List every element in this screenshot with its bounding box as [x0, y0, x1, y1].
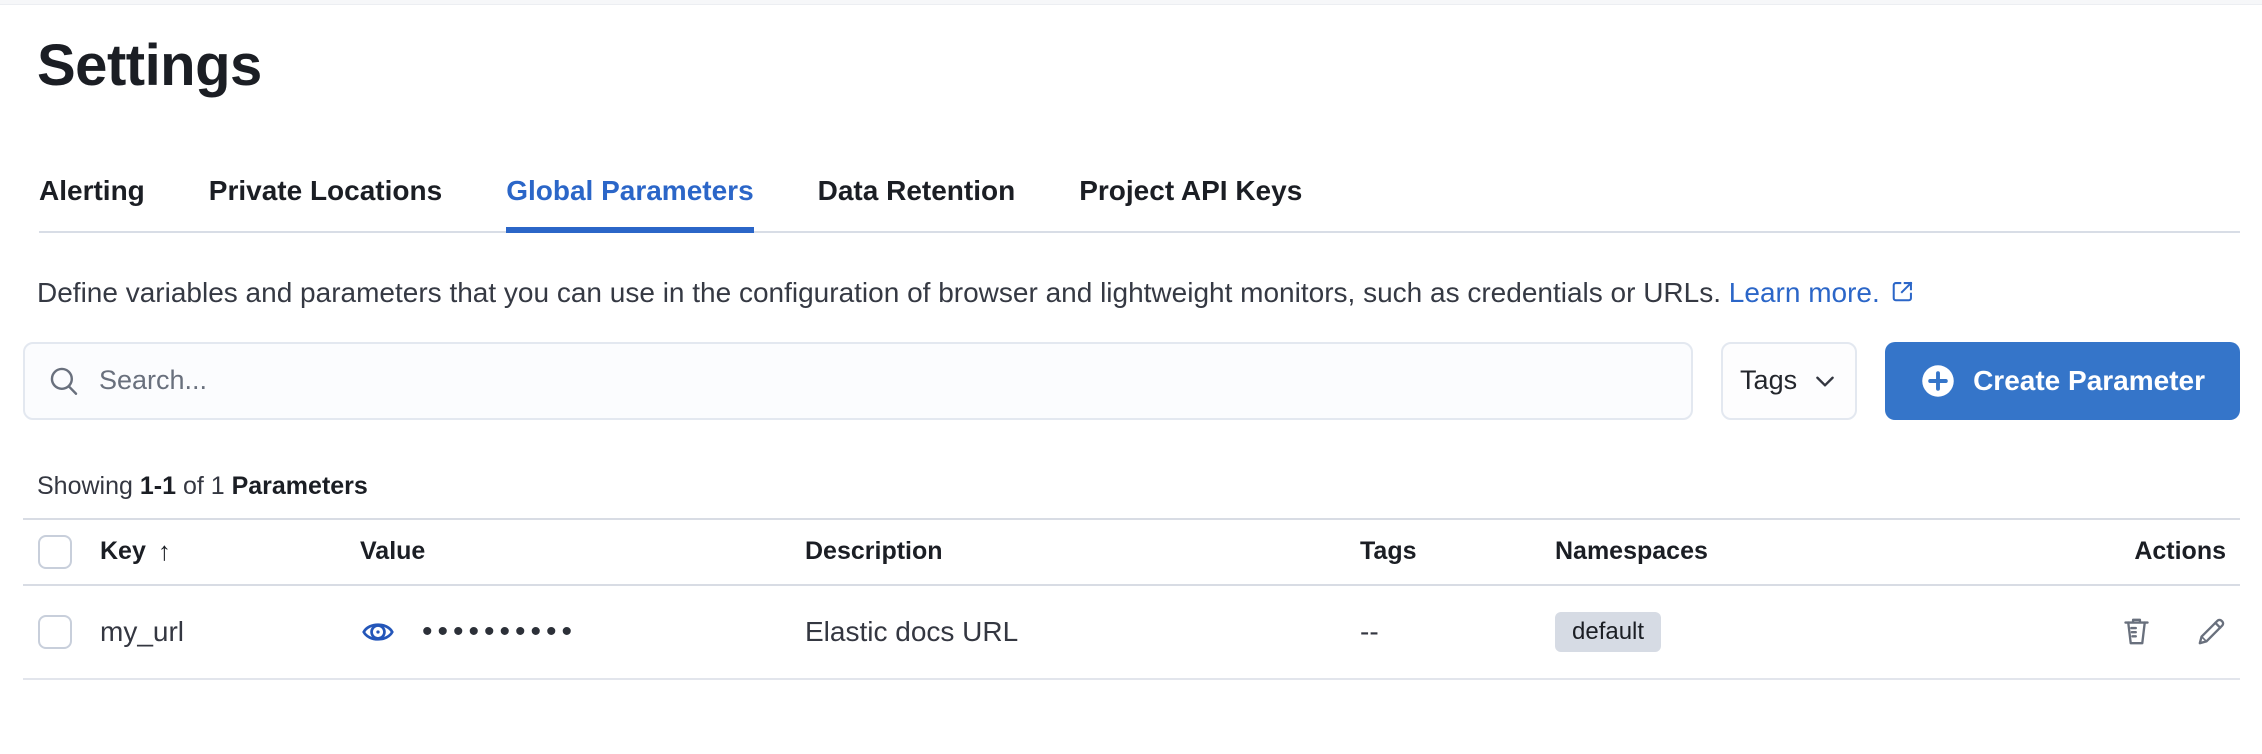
column-header-actions: Actions: [2134, 537, 2226, 566]
column-header-description: Description: [805, 537, 943, 566]
delete-parameter-button[interactable]: [2120, 615, 2153, 648]
pencil-icon: [2198, 618, 2225, 645]
external-link-icon: [1892, 281, 1913, 301]
chevron-down-icon: [1816, 376, 1834, 387]
reveal-value-button[interactable]: [360, 614, 396, 650]
learn-more-link[interactable]: Learn more.: [1729, 277, 1916, 308]
param-tags-cell: --: [1360, 615, 1379, 647]
summary-prefix: Showing: [37, 471, 140, 500]
table-row: my_url •••••••••• Elastic docs URL -- de…: [23, 586, 2240, 680]
tabs-bar: Alerting Private Locations Global Parame…: [39, 175, 2240, 233]
table-header: Key ↑ Value Description Tags Namespaces …: [23, 517, 2240, 586]
param-value-cell: ••••••••••: [360, 614, 805, 650]
search-input[interactable]: [99, 365, 1670, 397]
page-description: Define variables and parameters that you…: [37, 269, 2226, 316]
tags-filter-label: Tags: [1740, 365, 1798, 396]
namespace-badge: default: [1555, 611, 1662, 652]
settings-content: Settings Alerting Private Locations Glob…: [0, 31, 2262, 680]
param-key-cell: my_url: [100, 615, 185, 647]
tab-data-retention[interactable]: Data Retention: [817, 174, 1016, 206]
param-namespaces-cell: default: [1555, 611, 1900, 652]
tab-project-api-keys[interactable]: Project API Keys: [1079, 174, 1303, 206]
sort-ascending-icon: ↑: [157, 536, 171, 567]
page-title: Settings: [37, 33, 262, 98]
description-text: Define variables and parameters that you…: [37, 276, 1722, 308]
edit-parameter-button[interactable]: [2195, 615, 2228, 648]
top-divider: [0, 0, 2262, 5]
select-all-checkbox[interactable]: [38, 534, 72, 569]
plus-circle-icon: [1922, 364, 1954, 397]
tags-filter-button[interactable]: Tags: [1721, 341, 1858, 420]
column-key-label: Key: [100, 537, 146, 566]
row-checkbox[interactable]: [38, 614, 72, 649]
toolbar: Tags Create Parameter: [23, 341, 2240, 420]
masked-value: ••••••••••: [422, 614, 578, 648]
create-parameter-button[interactable]: Create Parameter: [1885, 341, 2240, 420]
tab-global-parameters[interactable]: Global Parameters: [506, 175, 754, 233]
search-box[interactable]: [23, 341, 1694, 420]
summary-entity: Parameters: [231, 471, 368, 500]
results-summary: Showing 1-1 of 1 Parameters: [37, 472, 2240, 501]
summary-range: 1-1: [139, 471, 176, 500]
column-header-tags: Tags: [1360, 537, 1417, 566]
param-description-cell: Elastic docs URL: [805, 615, 1019, 647]
summary-middle: of 1: [176, 471, 232, 500]
column-header-key[interactable]: Key ↑: [100, 536, 360, 567]
column-header-value: Value: [360, 537, 426, 566]
search-icon: [50, 367, 78, 395]
learn-more-label: Learn more.: [1728, 276, 1880, 308]
column-header-namespaces: Namespaces: [1555, 537, 1708, 566]
param-actions-cell: [2120, 615, 2240, 648]
eye-icon: [362, 622, 394, 641]
trash-icon: [2124, 618, 2149, 645]
parameters-table: Key ↑ Value Description Tags Namespaces …: [23, 517, 2240, 680]
tab-private-locations[interactable]: Private Locations: [208, 174, 443, 206]
create-parameter-label: Create Parameter: [1973, 364, 2205, 396]
tab-alerting[interactable]: Alerting: [39, 174, 145, 206]
